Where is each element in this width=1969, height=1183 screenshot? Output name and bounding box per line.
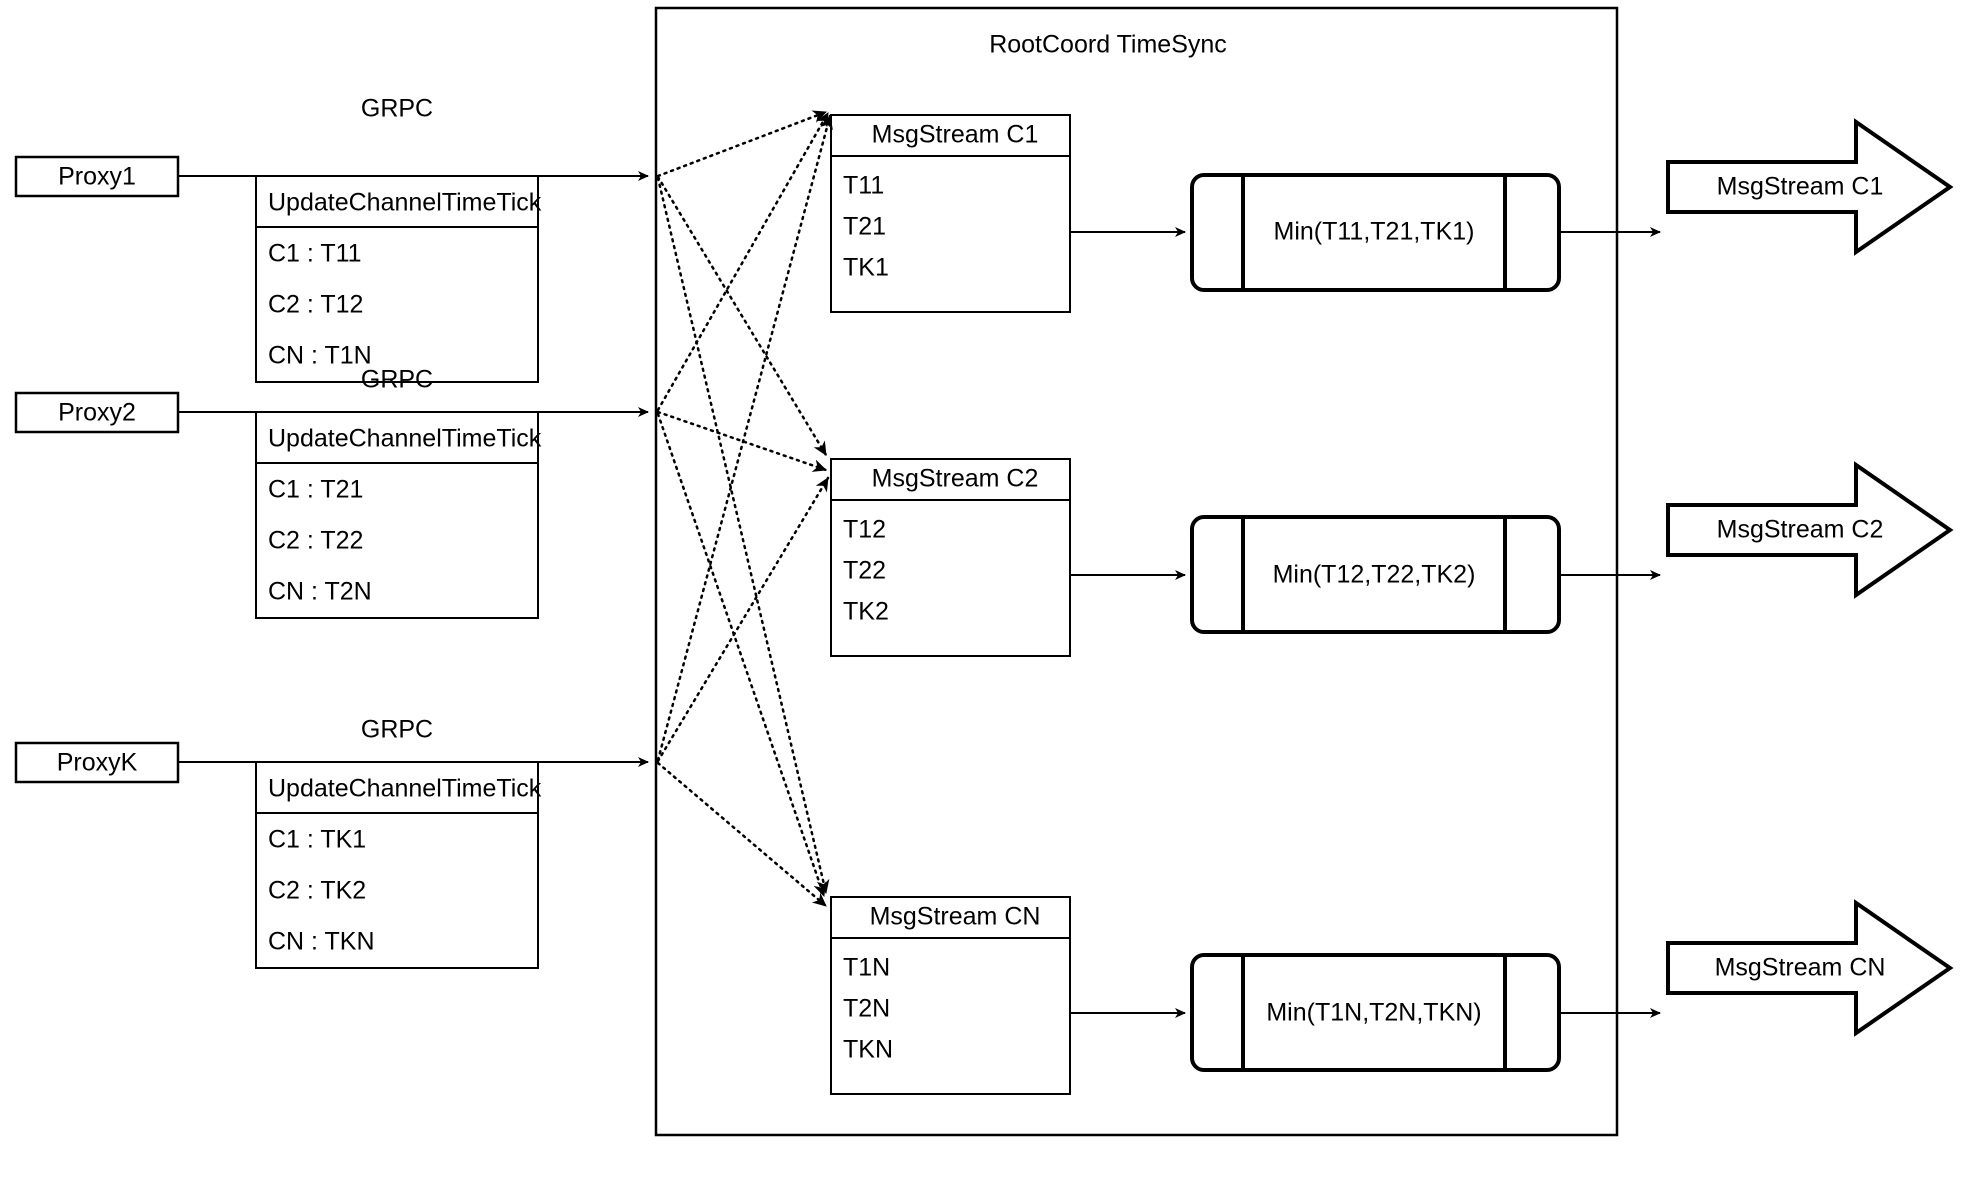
output-label-2: MsgStream C2 [1716,515,1884,544]
msgstream-entry-3-0: T1N [843,953,891,982]
dotted-p1-c1 [656,110,828,178]
msgstream-box-2 [830,458,1071,657]
msgstream-entry-2-2: TK2 [843,597,889,626]
msgstream-entry-2-0: T12 [843,515,887,544]
dotted-pk-cn [656,761,828,908]
output-arrow-2 [1666,461,1954,599]
proxy-label-3: ProxyK [56,748,138,777]
dotted-p2-cn [656,412,826,898]
dotted-p1-cn [656,176,830,895]
request-entry-3-1: C2 : TK2 [268,876,367,905]
process-label-2: Min(T12,T22,TK2) [1272,560,1476,589]
dotted-pk-c1 [656,114,833,762]
grpc-label-2: GRPC [360,365,434,394]
request-entry-3-2: CN : TKN [268,927,375,956]
msgstream-box-1 [830,114,1071,313]
msgstream-entry-1-2: TK1 [843,253,889,282]
output-label-3: MsgStream CN [1714,953,1886,982]
output-arrow-1 [1666,118,1954,256]
msgstream-title-2: MsgStream C2 [871,464,1039,493]
request-entry-1-1: C2 : T12 [268,290,364,319]
request-title-3: UpdateChannelTimeTick [268,774,542,803]
container-title: RootCoord TimeSync [989,30,1227,59]
dotted-p2-c2 [656,410,828,472]
dotted-p2-c1 [656,111,830,412]
request-entry-3-0: C1 : TK1 [268,825,367,854]
proxy-label-1: Proxy1 [58,162,136,191]
request-table-3 [255,761,539,969]
rootcoord-container [654,6,1619,1137]
dotted-p1-c2 [656,175,828,457]
msgstream-title-3: MsgStream CN [869,902,1041,931]
request-table-1 [255,175,539,383]
request-entry-2-0: C1 : T21 [268,475,364,504]
request-title-2: UpdateChannelTimeTick [268,424,542,453]
output-arrow-3 [1666,899,1954,1037]
msgstream-entry-1-0: T11 [843,171,885,200]
msgstream-entry-1-1: T21 [843,212,887,241]
proxy-label-2: Proxy2 [58,398,136,427]
request-entry-1-0: C1 : T11 [268,239,362,268]
request-title-1: UpdateChannelTimeTick [268,188,542,217]
proxy-box-3 [14,741,180,784]
msgstream-entry-3-1: T2N [843,994,891,1023]
proxy-box-1 [14,155,180,198]
proxy-box-2 [14,391,180,434]
process-label-1: Min(T11,T21,TK1) [1273,217,1475,246]
msgstream-box-3 [830,896,1071,1095]
request-table-2 [255,411,539,619]
output-label-1: MsgStream C1 [1716,172,1884,201]
request-entry-2-2: CN : T2N [268,577,372,606]
process-label-3: Min(T1N,T2N,TKN) [1266,998,1482,1027]
msgstream-entry-3-2: TKN [843,1035,893,1064]
msgstream-entry-2-1: T22 [843,556,887,585]
dotted-pk-c2 [656,476,830,763]
grpc-label-3: GRPC [360,715,434,744]
msgstream-title-1: MsgStream C1 [871,120,1039,149]
request-entry-2-1: C2 : T22 [268,526,364,555]
grpc-label-1: GRPC [360,94,434,123]
request-entry-1-2: CN : T1N [268,341,372,370]
